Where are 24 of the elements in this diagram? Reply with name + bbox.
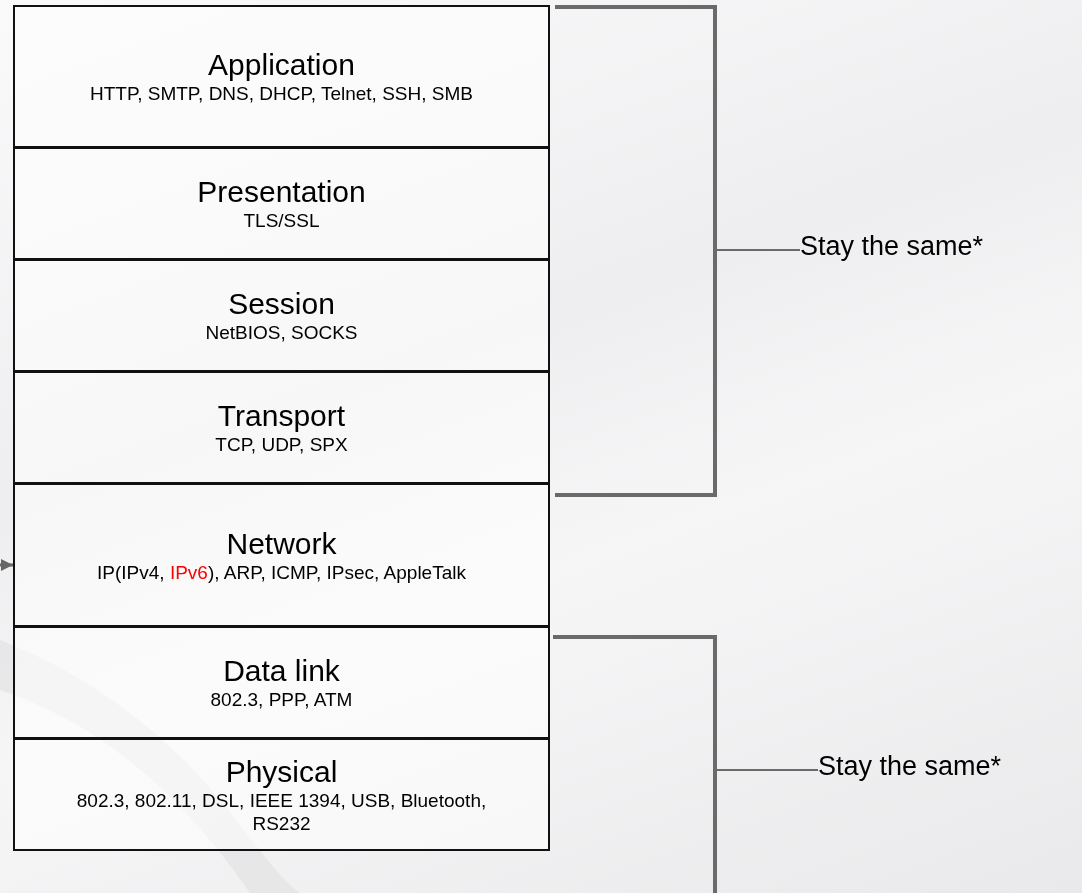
layer-box <box>13 147 550 260</box>
layer-name: Transport <box>217 399 346 433</box>
protocol-list: 802.3, 802.11, DSL, IEEE 1394, USB, Bluetooth, RS232 <box>55 788 508 835</box>
bracket-note: Stay the same* <box>818 751 1002 782</box>
protocol-list: IP(IPv4, IPv6), ARP, ICMP, IPsec, AppleTalk <box>97 560 466 584</box>
protocol-list: HTTP, SMTP, DNS, DHCP, Telnet, SSH, SMB <box>90 82 473 105</box>
bracket-note: Stay the same* <box>800 231 984 262</box>
layer-name: Physical <box>225 754 338 789</box>
layer-name: Presentation <box>197 175 366 209</box>
layer-name: Data link <box>223 654 340 688</box>
layer-box <box>13 738 550 851</box>
layer-box <box>13 5 550 148</box>
protocol-list: TCP, UDP, SPX <box>215 433 348 456</box>
layer-box <box>13 259 550 372</box>
layer-name: Network <box>226 526 337 561</box>
layer-box <box>13 483 550 627</box>
layer-box <box>13 626 550 739</box>
layer-name: Application <box>208 48 355 82</box>
protocol-list: 802.3, PPP, ATM <box>210 688 353 711</box>
arrow <box>0 559 13 571</box>
protocol-list: TLS/SSL <box>243 209 320 232</box>
protocol-list: NetBIOS, SOCKS <box>205 321 358 344</box>
layer-name: Session <box>228 287 335 321</box>
layer-box <box>13 371 550 484</box>
